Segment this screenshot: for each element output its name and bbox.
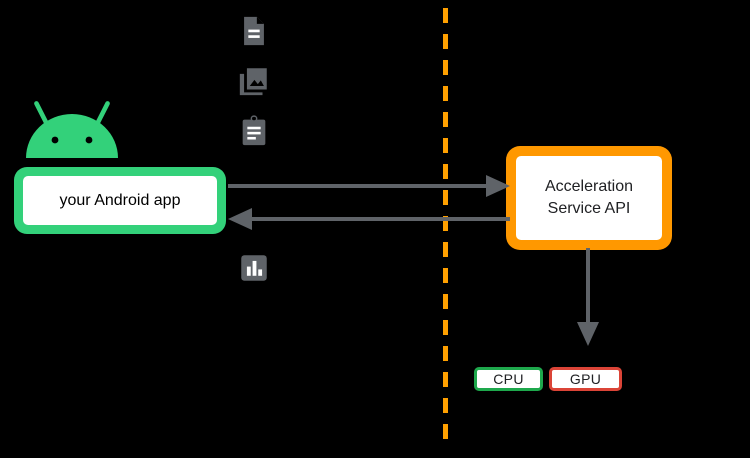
api-box-label-line2: Service API <box>547 200 631 217</box>
cpu-chip-label: CPU <box>493 371 524 387</box>
chart-icon <box>237 251 271 285</box>
your-android-app-box[interactable]: your Android app <box>14 167 226 234</box>
response-arrow <box>228 208 510 230</box>
image-icon <box>237 64 271 98</box>
document-icon <box>237 14 271 48</box>
app-box-inner: your Android app <box>23 176 217 225</box>
client-service-divider <box>443 8 448 448</box>
gpu-chip[interactable]: GPU <box>549 367 622 391</box>
cpu-chip[interactable]: CPU <box>474 367 543 391</box>
acceleration-service-api-box[interactable]: Acceleration Service API <box>506 146 672 250</box>
request-arrow <box>228 175 510 197</box>
api-box-label-line1: Acceleration <box>544 178 634 195</box>
delegate-arrow <box>577 248 599 346</box>
android-robot-icon <box>22 98 122 160</box>
app-box-label: your Android app <box>59 191 181 209</box>
gpu-chip-label: GPU <box>569 371 602 387</box>
clipboard-icon <box>237 114 271 148</box>
api-box-inner: Acceleration Service API <box>516 156 662 240</box>
